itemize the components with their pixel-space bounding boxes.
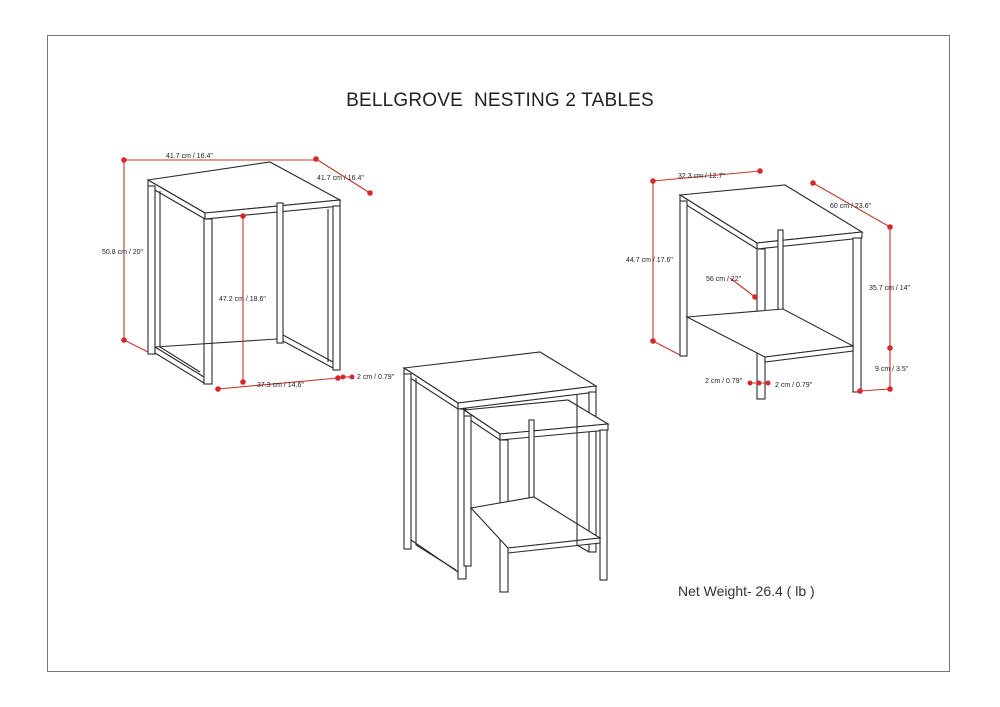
dim-dot: [857, 388, 863, 394]
dim-dot: [810, 180, 816, 186]
dim-dot: [240, 213, 246, 219]
dim-small-height-label: 44.7 cm / 17.6": [626, 257, 673, 264]
large-table-base-rail-right-inner: [282, 340, 334, 369]
large-table-base-rail-right: [282, 334, 334, 363]
dim-large-top-depth-label: 41.7 cm / 16.4": [317, 175, 364, 182]
nested-large-leg-right: [588, 391, 597, 553]
dim-dot: [335, 375, 341, 381]
dim-dot: [349, 374, 355, 380]
large-table-dimensions: 41.7 cm / 16.4" 41.7 cm / 16.4" 50.8 cm …: [102, 153, 395, 392]
dim-small-top-width-label: 32.3 cm / 12.7": [678, 173, 725, 180]
dim-small-top-width-line: [652, 170, 761, 182]
dim-dot: [757, 168, 763, 174]
large-table-base-rail-left-inner: [154, 352, 205, 384]
dim-dot: [756, 380, 762, 386]
dim-large-base-width-label: 37.3 cm / 14.6": [257, 382, 304, 389]
dim-large-leg-label: 2 cm / 0.79": [357, 374, 395, 381]
small-table-shelf-front: [764, 345, 854, 363]
dim-large-base-width-line: [217, 377, 339, 390]
dim-dot: [240, 379, 246, 385]
dim-large-top-depth-line: [315, 158, 371, 194]
nested-small-leg-left: [463, 415, 472, 567]
dim-small-upper-height-label: 35.7 cm / 14": [869, 285, 911, 292]
dim-dot: [887, 386, 893, 392]
dim-small-leg-right-label: 2 cm / 0.79": [775, 382, 813, 389]
net-weight-label: Net Weight- 26.4 ( lb ): [678, 583, 815, 599]
dim-small-shelf-depth-line: [729, 277, 756, 298]
dim-dot: [747, 380, 753, 386]
large-table-leg-front: [203, 218, 213, 385]
dim-large-height-line-bottom: [123, 339, 149, 353]
dim-dot: [121, 337, 127, 343]
nested-large-inner-frame: [415, 378, 457, 571]
dim-large-inner-height-label: 47.2 cm / 18.6": [219, 296, 266, 303]
dim-dot: [650, 338, 656, 344]
small-table-dimensions: 32.3 cm / 12.7" 60 cm / 23.6" 44.7 cm / …: [626, 168, 911, 394]
small-table-leg-back: [777, 229, 784, 323]
dim-dot: [752, 294, 758, 300]
small-table-drawing: [678, 184, 864, 400]
dim-small-height-line-bottom: [652, 340, 681, 356]
drawing-border: [47, 35, 950, 672]
dim-small-top-depth-line: [812, 182, 891, 228]
dim-small-clearance-line-bottom: [859, 388, 891, 392]
large-table-leg-left: [147, 185, 156, 355]
large-table-leg-back: [276, 202, 284, 344]
nested-large-base-rail: [410, 539, 459, 573]
dim-small-shelf-depth-label: 56 cm / 22": [706, 276, 742, 283]
large-table-leg-right: [332, 205, 341, 371]
dim-small-top-depth-label: 60 cm / 23.6": [830, 203, 872, 210]
dim-large-top-width-label: 41.7 cm / 16.4": [166, 153, 213, 160]
page-title: BELLGROVE NESTING 2 TABLES: [346, 90, 654, 111]
dim-dot: [765, 380, 771, 386]
nested-small-leg-right: [599, 429, 608, 581]
dim-large-height-label: 50.8 cm / 20": [102, 249, 144, 256]
large-table-base-rail-back: [154, 338, 278, 348]
nested-tables-drawing: [402, 351, 610, 593]
dim-dot: [340, 374, 346, 380]
nested-large-leg-left: [403, 373, 412, 550]
large-table-inner-frame: [159, 191, 201, 373]
dim-small-leg-left-label: 2 cm / 0.79": [705, 378, 743, 385]
nested-small-top-front: [499, 423, 609, 441]
dim-dot: [367, 190, 373, 196]
dim-small-clearance-label: 9 cm / 3.5": [875, 366, 909, 373]
small-table-leg-right: [852, 237, 862, 393]
large-table-base-rail-left: [154, 346, 205, 378]
nested-small-leg-back: [528, 419, 535, 499]
large-table-drawing: [146, 161, 342, 385]
dim-dot: [215, 386, 221, 392]
small-table-leg-left: [679, 200, 688, 357]
nested-large-inner-right: [576, 395, 590, 553]
